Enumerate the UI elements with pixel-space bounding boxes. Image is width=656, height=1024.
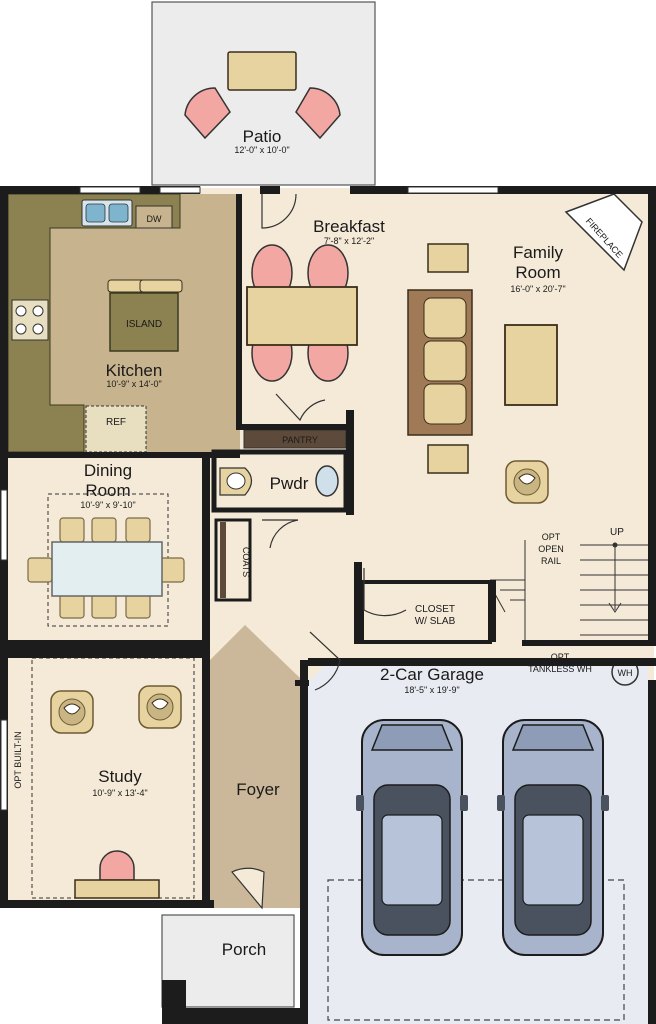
- desk: [74, 879, 160, 899]
- family-room-dims: 16'-0" x 20'-7": [510, 284, 565, 294]
- windows: [0, 186, 499, 811]
- toilet: [315, 465, 339, 497]
- patio-chair-left: [184, 87, 231, 140]
- pantry-label: PANTRY: [282, 435, 318, 445]
- dishwasher-label: DW: [147, 214, 162, 224]
- coats-label: COATS: [241, 547, 251, 577]
- sofa-cushion: [423, 383, 467, 425]
- water-heater-label: WH: [618, 668, 633, 678]
- desk-chair: [99, 850, 135, 881]
- tankless-label-1: OPT: [551, 652, 570, 662]
- island: [109, 292, 179, 352]
- breakfast-label: Breakfast: [313, 217, 385, 236]
- tankless-label-2: TANKLESS WH: [528, 664, 592, 674]
- refrigerator-label: REF: [106, 417, 126, 428]
- dining-chair: [91, 517, 117, 543]
- garage-label: 2-Car Garage: [380, 665, 484, 684]
- dishwasher: [135, 205, 173, 229]
- patio-chair-right: [295, 87, 341, 140]
- doors: [231, 193, 407, 910]
- pwdr-label: Pwdr: [270, 474, 309, 493]
- car-left: [355, 719, 469, 956]
- dining-chair: [27, 557, 53, 583]
- dining-chair: [125, 517, 151, 543]
- patio-dims: 12'-0" x 10'-0": [234, 145, 289, 155]
- dining-label-1: Dining: [84, 461, 132, 480]
- cooktop: [11, 299, 49, 341]
- garage-slab: [327, 879, 625, 1021]
- foyer-floor: [210, 625, 300, 908]
- family-armchair: [505, 460, 549, 504]
- porch-label: Porch: [222, 940, 266, 959]
- sofa-cushion: [423, 340, 467, 382]
- dining-chair: [59, 517, 85, 543]
- patio-area: [151, 1, 376, 186]
- up-label: UP: [610, 527, 624, 538]
- garage-dims: 18'-5" x 19'-9": [404, 685, 459, 695]
- study-label: Study: [98, 767, 142, 786]
- closet-label-1: CLOSET: [415, 604, 455, 615]
- dining-chair: [159, 557, 185, 583]
- family-room-label-2: Room: [515, 263, 560, 282]
- patio-table: [227, 51, 297, 91]
- dining-label-2: Room: [85, 481, 130, 500]
- end-table: [427, 243, 469, 273]
- coffee-table: [504, 324, 558, 406]
- dining-chair: [91, 593, 117, 619]
- study-armchair: [50, 690, 94, 734]
- patio-label: Patio: [243, 127, 282, 146]
- foyer-label: Foyer: [236, 780, 280, 799]
- study-armchair: [138, 685, 182, 729]
- end-table: [427, 444, 469, 474]
- opt-open-rail-1: OPT: [542, 532, 561, 542]
- opt-open-rail-3: RAIL: [541, 556, 561, 566]
- car-right: [496, 719, 610, 956]
- dining-chair: [59, 593, 85, 619]
- kitchen-dims: 10'-9" x 14'-0": [106, 379, 161, 389]
- study-dims: 10'-9" x 13'-4": [92, 788, 147, 798]
- kitchen-label: Kitchen: [106, 361, 163, 380]
- breakfast-table: [246, 286, 358, 346]
- dining-table: [51, 541, 163, 597]
- stool: [139, 279, 183, 293]
- opt-open-rail-2: OPEN: [538, 544, 564, 554]
- refrigerator: [85, 405, 147, 453]
- family-room-label-1: Family: [513, 243, 564, 262]
- dining-chair: [125, 593, 151, 619]
- closet-label-2: W/ SLAB: [415, 616, 456, 627]
- stair-start-dot: [612, 542, 618, 548]
- breakfast-dims: 7'-8" x 12'-2": [324, 236, 374, 246]
- dining-dims: 10'-9" x 9'-10": [80, 500, 135, 510]
- sofa-cushion: [423, 297, 467, 339]
- opt-built-in-label: OPT BUILT-IN: [13, 731, 23, 788]
- island-label: ISLAND: [126, 319, 162, 330]
- stairs: [489, 540, 654, 645]
